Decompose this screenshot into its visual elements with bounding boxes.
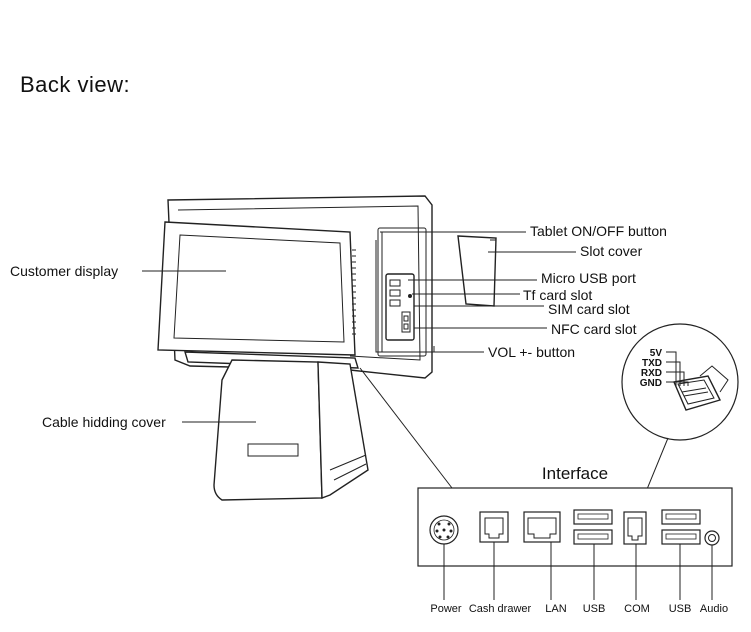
stand-body <box>213 359 323 501</box>
port-label-usb: USB <box>669 603 692 615</box>
customer-display-screen <box>157 221 356 356</box>
interface-panel <box>417 487 733 567</box>
label-sim-card: SIM card slot <box>548 301 630 317</box>
label-tablet-button: Tablet ON/OFF button <box>530 223 667 239</box>
pin-label: RXD <box>641 368 662 379</box>
port-label-lan: LAN <box>545 603 566 615</box>
cable-cover-slot <box>247 443 299 457</box>
page-title: Back view: <box>20 72 130 97</box>
port-label-cash-drawer: Cash drawer <box>469 603 532 615</box>
com-zoom-detail: 5V TXD RXD GND <box>621 323 739 441</box>
port-label-com: COM <box>624 603 650 615</box>
slot-cover-part <box>457 235 497 307</box>
pos-terminal-drawing <box>157 195 433 501</box>
pin-label: TXD <box>642 358 662 369</box>
pin-label: 5V <box>650 348 663 359</box>
cash-drawer-port <box>479 511 509 600</box>
label-customer-display: Customer display <box>10 263 118 279</box>
port-label-power: Power <box>430 603 462 615</box>
label-nfc-card: NFC card slot <box>551 321 637 337</box>
label-vol-button: VOL +- button <box>488 344 575 360</box>
interface-title: Interface <box>542 464 608 483</box>
com-port <box>623 511 647 600</box>
power-port <box>429 515 459 600</box>
port-label-usb: USB <box>583 603 606 615</box>
audio-jack <box>704 530 720 600</box>
label-cable-cover: Cable hidding cover <box>42 414 166 430</box>
label-micro-usb: Micro USB port <box>541 270 636 286</box>
usb-port-1 <box>573 509 613 600</box>
lan-port <box>523 511 561 600</box>
vent-marks <box>352 249 356 335</box>
port-label-audio: Audio <box>700 603 728 615</box>
label-tf-card: Tf card slot <box>523 287 592 303</box>
label-slot-cover: Slot cover <box>580 243 643 259</box>
usb-port-2 <box>661 509 701 600</box>
pin-label: GND <box>640 378 662 389</box>
